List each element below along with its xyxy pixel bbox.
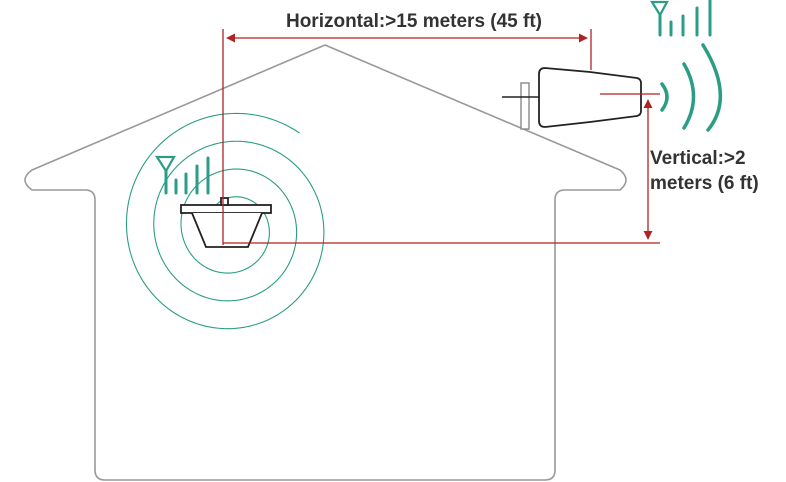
house-outline xyxy=(24,44,627,481)
dimension-lines xyxy=(222,29,660,245)
mounting-pole xyxy=(520,82,530,130)
vertical-distance-label-line1: Vertical:>2 xyxy=(650,148,746,169)
horizontal-distance-label: Horizontal:>15 meters (45 ft) xyxy=(286,11,542,32)
broadcast-waves-icon xyxy=(660,43,722,132)
signal-bars-icon xyxy=(650,0,712,37)
signal-bars-icon xyxy=(154,155,210,195)
vertical-distance-label-line2: meters (6 ft) xyxy=(650,173,759,194)
directional-panel-antenna-icon xyxy=(502,67,642,128)
ceiling-dome-antenna-icon xyxy=(180,197,272,248)
